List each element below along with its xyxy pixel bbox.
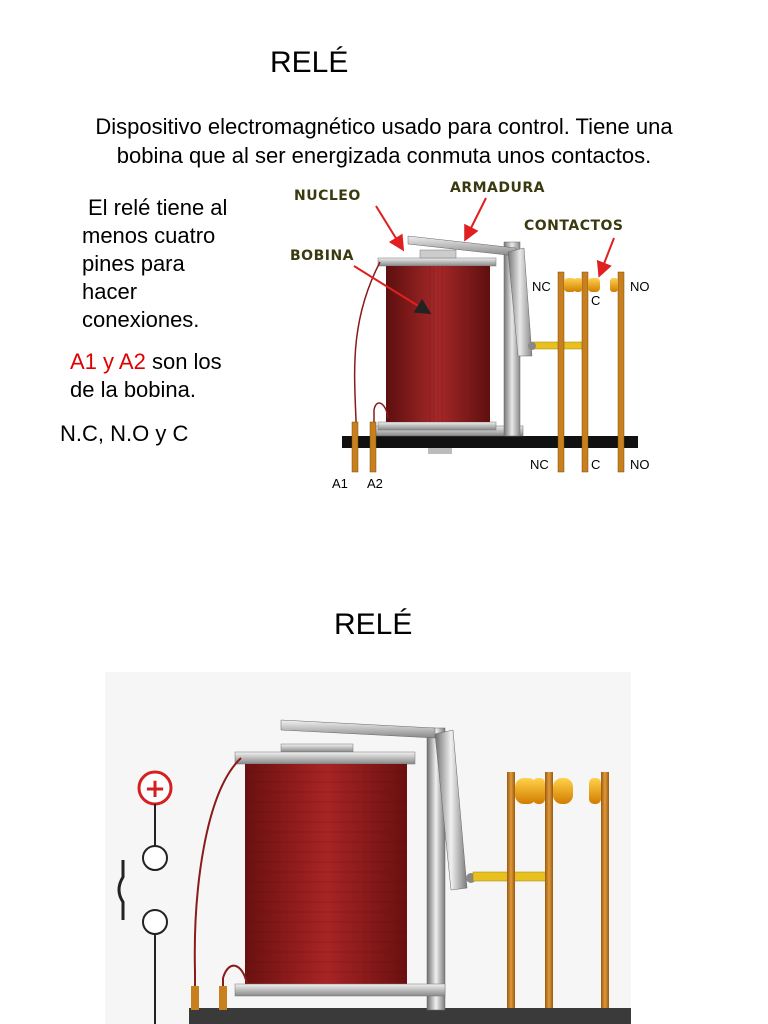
intro-paragraph: Dispositivo electromagnético usado para … — [20, 112, 748, 170]
label-nc-bottom: NC — [530, 457, 549, 472]
coil-bottom-plate — [377, 421, 497, 431]
pins-line: menos cuatro — [82, 223, 216, 248]
label-no-bottom: NO — [630, 457, 650, 472]
coil-wire-a2 — [222, 964, 248, 1008]
contact-c-left — [574, 278, 582, 292]
coil-pins-text: A1 y A2 son los de la bobina. — [70, 348, 222, 404]
pin-a1 — [191, 986, 199, 1010]
coil — [245, 764, 407, 984]
intro-line-2: bobina que al ser energizada conmuta uno… — [116, 143, 652, 168]
coil-windings — [429, 266, 443, 422]
coil-pins-rest: son los — [145, 349, 222, 374]
slide1-title: RELÉ — [270, 46, 349, 79]
contact-no — [589, 778, 601, 804]
label-nc-top: NC — [532, 279, 551, 294]
contact-c-right — [588, 278, 600, 292]
pins-line: pines para — [82, 251, 185, 276]
label-c-bottom: C — [591, 457, 600, 472]
switch-terminal-bottom — [142, 909, 168, 935]
coil-top-plate — [234, 751, 416, 765]
relay-illustration: + — [105, 672, 631, 1024]
coil-wire-a2 — [373, 402, 389, 448]
coil-wire-a1 — [353, 261, 381, 448]
base-plate — [189, 1008, 631, 1024]
coil-windings — [245, 771, 407, 973]
pin-a2 — [219, 986, 227, 1010]
strip-c — [581, 271, 589, 473]
strip-c — [545, 772, 553, 1008]
coil-top-plate — [377, 257, 497, 267]
pins-description: El relé tiene al menos cuatro pines para… — [82, 194, 227, 334]
label-a2: A2 — [367, 476, 383, 491]
arrow-contactos — [596, 237, 615, 278]
core-top — [280, 743, 354, 753]
switch-lever — [117, 860, 125, 920]
strip-no — [617, 271, 625, 473]
intro-line-1: Dispositivo electromagnético usado para … — [95, 114, 673, 139]
label-nucleo: NUCLEO — [294, 188, 361, 204]
yoke-vertical — [426, 727, 446, 1011]
contact-nc — [564, 278, 576, 292]
coil-pins-line2: de la bobina. — [70, 377, 196, 402]
label-a1: A1 — [332, 476, 348, 491]
strip-nc — [557, 271, 565, 473]
contact-c-right — [553, 778, 573, 804]
coil-wire-a1 — [193, 757, 242, 1008]
strip-no — [601, 772, 609, 1008]
base-bar — [342, 436, 638, 448]
label-bobina: BOBINA — [290, 248, 354, 264]
switch-terminal-top — [142, 845, 168, 871]
coil-pins-highlight: A1 y A2 — [70, 349, 146, 374]
core-top — [419, 249, 457, 259]
label-c-top: C — [591, 293, 600, 308]
push-rod-pivot — [528, 342, 536, 350]
armature-arm — [507, 247, 533, 357]
label-contactos: CONTACTOS — [524, 218, 624, 234]
pin-a1 — [351, 421, 359, 473]
pins-line: hacer — [82, 279, 138, 304]
strip-nc — [507, 772, 515, 1008]
pin-a2 — [369, 421, 377, 473]
arrow-armadura — [464, 197, 487, 242]
pins-line: El relé tiene al — [88, 195, 228, 220]
relay-diagram: NUCLEO ARMADURA CONTACTOS BOBINA NC C NO… — [290, 180, 650, 491]
plus-symbol: + — [144, 774, 166, 804]
arrow-bobina — [353, 265, 432, 315]
armature — [280, 719, 436, 739]
label-armadura: ARMADURA — [450, 180, 545, 196]
contact-nc — [515, 778, 537, 804]
contact-no — [610, 278, 618, 292]
arrow-nucleo — [375, 205, 405, 252]
contact-c-left — [533, 778, 545, 804]
label-no-top: NO — [630, 279, 650, 294]
slide2-title: RELÉ — [334, 608, 413, 641]
yoke-foot — [428, 448, 452, 454]
pins-line: conexiones. — [82, 307, 200, 332]
coil-bottom-plate — [234, 983, 446, 997]
contacts-text: N.C, N.O y C — [60, 421, 189, 446]
armature-arm — [434, 729, 468, 891]
